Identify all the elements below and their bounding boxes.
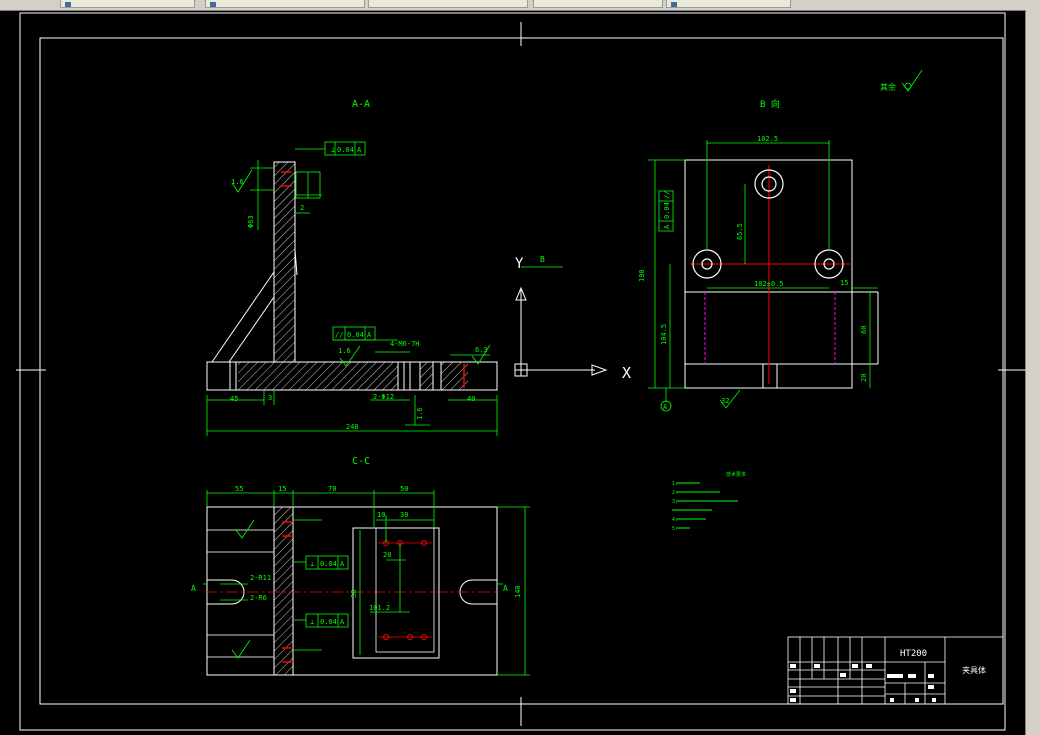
section-cc-view: C-C bbox=[191, 456, 530, 676]
aa-tol-perp-datum: A bbox=[357, 146, 362, 154]
aa-hole-note: 2-Φ12 bbox=[373, 393, 394, 401]
cc-tol1-value: 0.04 bbox=[320, 560, 337, 568]
notes-line-3: 3. bbox=[672, 499, 678, 505]
aa-dim-16: 1.6 bbox=[416, 407, 424, 420]
view-b: B 向 bbox=[638, 98, 879, 412]
aa-dim-3: 3 bbox=[268, 394, 272, 402]
cc-tol2-symbol: ⊥ bbox=[310, 618, 314, 626]
cc-tol2-datum: A bbox=[340, 618, 345, 626]
tab-toolbar-3[interactable] bbox=[533, 0, 663, 8]
aa-tol-perp-value: 0.04 bbox=[337, 146, 354, 154]
section-cc-title: C-C bbox=[352, 456, 370, 467]
aa-tol-perp-symbol: ⊥ bbox=[331, 146, 335, 154]
cc-dim-15: 15 bbox=[278, 485, 286, 493]
cc-section-a-left: A bbox=[191, 584, 196, 593]
ucs-b-label: B bbox=[540, 255, 545, 264]
b-tol-datum: A bbox=[663, 224, 671, 229]
cc-dim-70: 70 bbox=[328, 485, 336, 493]
title-block-material: HT200 bbox=[900, 649, 927, 659]
window-tab-bar bbox=[0, 0, 1040, 11]
ucs-y-label: Y bbox=[515, 256, 524, 272]
aa-rib bbox=[211, 270, 275, 363]
cc-tol2-value: 0.04 bbox=[320, 618, 337, 626]
cc-tol1-symbol: ⊥ bbox=[310, 560, 314, 568]
aa-base-hatch bbox=[238, 362, 398, 390]
aa-roughness-mid: 1.6 bbox=[338, 347, 351, 355]
cc-dim-10: 10 bbox=[377, 511, 385, 519]
aa-dim-2: 2 bbox=[300, 204, 304, 212]
aa-dim-phi: Φ63 bbox=[247, 215, 255, 228]
roughness-other-label: 其余 bbox=[880, 82, 896, 92]
cc-tol1-datum: A bbox=[340, 560, 345, 568]
notes-title: 技术要求 bbox=[726, 471, 746, 478]
view-b-title: B 向 bbox=[760, 98, 780, 110]
b-datum-a: A bbox=[663, 403, 668, 411]
b-dim-65: 65.5 bbox=[736, 223, 744, 240]
aa-tol-par-symbol: // bbox=[335, 331, 343, 339]
ucs-icon: Y X B bbox=[514, 255, 631, 382]
tab-toolbar-4[interactable] bbox=[666, 0, 791, 8]
notes-line-2: 2. bbox=[672, 490, 678, 496]
technical-notes: 技术要求 1. 2. 3. 4. 5. bbox=[672, 471, 746, 532]
tab-document[interactable] bbox=[60, 0, 195, 8]
tab-toolbar-1[interactable] bbox=[205, 0, 365, 8]
window-right-border bbox=[1025, 10, 1040, 735]
b-dim-15: 15 bbox=[840, 279, 848, 287]
notes-line-1: 1. bbox=[672, 481, 678, 487]
b-dim-60: 60 bbox=[860, 326, 868, 334]
aa-dim-40: 40 bbox=[467, 395, 475, 403]
cad-drawing-canvas[interactable]: A-A bbox=[0, 11, 1026, 735]
aa-tol-par-value: 0.04 bbox=[347, 331, 364, 339]
b-dim-190: 190 bbox=[638, 269, 646, 282]
b-dim-102: 102±0.5 bbox=[754, 280, 784, 288]
b-dim-top: 102.5 bbox=[757, 135, 778, 143]
cc-dim-140: 140 bbox=[514, 585, 522, 598]
notes-line-5: 5. bbox=[672, 526, 678, 532]
title-block-part-name: 夹具体 bbox=[962, 665, 986, 675]
cc-dim-r2: 2-R6 bbox=[250, 594, 267, 602]
aa-base-hatch-right bbox=[420, 362, 468, 390]
aa-thread-note: 4-M6-7H bbox=[390, 340, 420, 348]
aa-dim-45: 45 bbox=[230, 395, 238, 403]
roughness-other-symbol: 其余 bbox=[880, 69, 923, 92]
b-dim-20: 20 bbox=[860, 374, 868, 382]
title-block: HT200 夹具体 bbox=[787, 636, 1004, 705]
cc-dim-55: 55 bbox=[235, 485, 243, 493]
toolbar-icon bbox=[671, 1, 677, 7]
cc-dim-38: 38 bbox=[350, 590, 358, 598]
aa-dim-240: 240 bbox=[346, 423, 359, 431]
cc-dim-50: 50 bbox=[400, 485, 408, 493]
aa-roughness-left: 1.6 bbox=[231, 178, 244, 186]
document-icon bbox=[65, 1, 71, 7]
b-dim-104: 104.5 bbox=[660, 324, 668, 345]
sheet-border bbox=[16, 12, 1026, 731]
aa-tol-par-datum: A bbox=[367, 331, 372, 339]
cc-dim-101: 101.2 bbox=[369, 604, 390, 612]
cc-dim-20: 20 bbox=[383, 551, 391, 559]
b-tol-value: 0.04 bbox=[663, 202, 671, 219]
ucs-x-label: X bbox=[622, 364, 631, 382]
cc-section-a-right: A bbox=[503, 584, 508, 593]
notes-line-4: 4. bbox=[672, 517, 678, 523]
section-aa-title: A-A bbox=[352, 99, 370, 110]
aa-vertical-wall bbox=[273, 161, 296, 363]
cc-dim-30: 30 bbox=[400, 511, 408, 519]
b-dim-32: 32 bbox=[721, 397, 729, 405]
b-tol-symbol: // bbox=[663, 191, 671, 199]
aa-roughness-right: 6.3 bbox=[475, 346, 488, 354]
tab-toolbar-2[interactable] bbox=[368, 0, 528, 8]
cc-dim-r1: 2-R11 bbox=[250, 574, 271, 582]
section-aa-view: A-A bbox=[206, 99, 498, 436]
toolbar-icon bbox=[210, 1, 216, 7]
